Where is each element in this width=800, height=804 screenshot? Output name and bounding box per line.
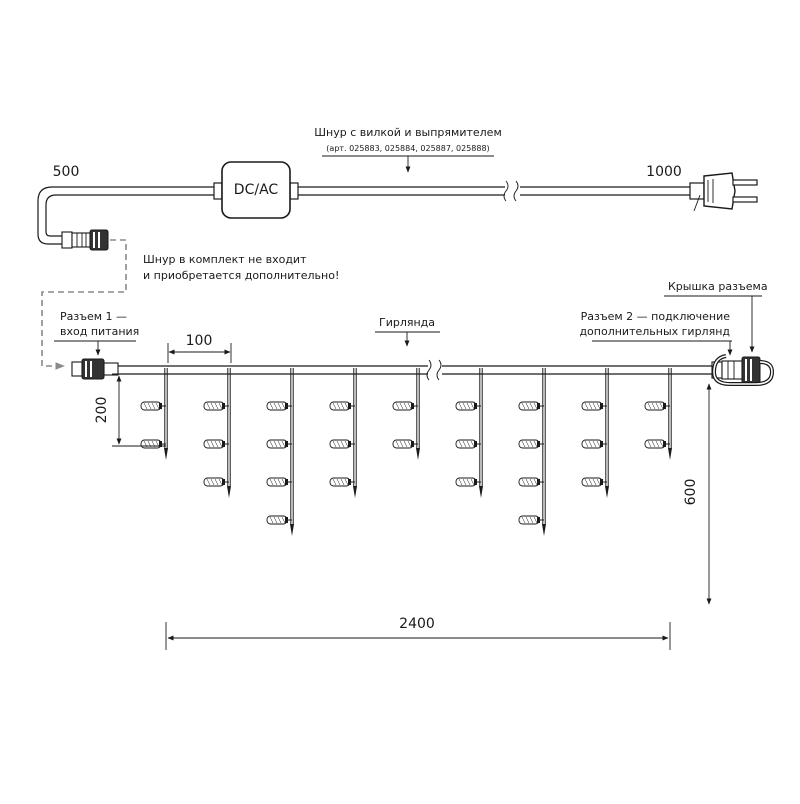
connector-1 — [71, 358, 119, 380]
dim-total-width-value: 2400 — [399, 616, 435, 632]
led-bulb — [392, 439, 418, 449]
icicle-strand — [668, 368, 672, 460]
strand-tip — [668, 448, 672, 460]
led-bulb — [518, 401, 544, 411]
dashed-connection-path — [41, 239, 127, 370]
led-bulb — [392, 401, 418, 411]
led-bulb — [455, 401, 481, 411]
icicle-strand — [353, 368, 357, 498]
not-included-note: Шнур в комплект не входит и приобретаетс… — [143, 253, 339, 282]
led-bulb — [581, 477, 607, 487]
dim-cord-left-length: 500 — [53, 164, 80, 180]
strand-tip — [353, 486, 357, 498]
led-bulb — [140, 401, 166, 411]
connector-2 — [711, 356, 761, 384]
strand-tip — [605, 486, 609, 498]
led-bulb — [203, 401, 229, 411]
dim-short-drop: 200 — [94, 373, 166, 447]
dim-long-drop-value: 600 — [683, 479, 699, 506]
dim-spacing: 100 — [167, 333, 232, 363]
icicle-strand — [290, 368, 294, 536]
icicle-strand — [605, 368, 609, 498]
led-bulb — [518, 439, 544, 449]
garland-main-wire — [118, 359, 712, 381]
led-bulb — [455, 477, 481, 487]
icicle-strand — [542, 368, 546, 536]
break-mark-garland — [426, 359, 432, 381]
icicle-strands — [140, 368, 672, 536]
cap-label-text: Крышка разъема — [668, 280, 768, 293]
strand-tip — [416, 448, 420, 460]
led-bulb — [266, 477, 292, 487]
strand-tip — [479, 486, 483, 498]
dim-cord-right-length: 1000 — [646, 164, 682, 180]
note-line-1: Шнур в комплект не входит — [143, 253, 307, 266]
led-bulb — [266, 401, 292, 411]
power-cord-articles: (арт. 025883, 025884, 025887, 025888) — [326, 144, 489, 153]
dim-spacing-value: 100 — [186, 333, 213, 349]
led-bulb — [203, 477, 229, 487]
led-bulb — [329, 477, 355, 487]
connector-2-line-1: Разъем 2 — подключение — [581, 310, 731, 323]
cord-connector — [61, 229, 109, 251]
led-bulb — [518, 477, 544, 487]
strand-tip — [290, 524, 294, 536]
strand-tip — [227, 486, 231, 498]
led-bulb — [644, 401, 670, 411]
led-bulb — [455, 439, 481, 449]
icicle-strand — [164, 368, 168, 460]
led-bulb — [266, 515, 292, 525]
led-bulb — [329, 401, 355, 411]
connector-2-label: Разъем 2 — подключение дополнительных ги… — [579, 310, 733, 356]
led-bulb — [581, 439, 607, 449]
led-bulb — [644, 439, 670, 449]
led-bulb — [203, 439, 229, 449]
power-plug — [689, 172, 758, 212]
strand-tip — [164, 448, 168, 460]
connector-1-label: Разъем 1 — вход питания — [54, 310, 139, 356]
connector-cap — [711, 354, 775, 386]
dim-short-drop-value: 200 — [94, 397, 110, 424]
garland-label: Гирлянда — [379, 316, 435, 329]
connector-2-line-2: дополнительных гирлянд — [579, 325, 730, 338]
power-cord: Шнур с вилкой и выпрямителем (арт. 02588… — [37, 126, 758, 251]
note-line-2: и приобретается дополнительно! — [143, 269, 339, 282]
dim-total-width: 2400 — [165, 616, 671, 650]
dim-long-drop: 600 — [683, 383, 712, 605]
icicle-strand — [416, 368, 420, 460]
connector-1-line-2: вход питания — [60, 325, 139, 338]
led-bulb — [329, 439, 355, 449]
power-cord-title: Шнур с вилкой и выпрямителем — [314, 126, 502, 139]
break-mark-cord — [503, 180, 509, 202]
led-bulb — [581, 401, 607, 411]
rectifier-label: DC/AC — [234, 182, 279, 198]
strand-tip — [542, 524, 546, 536]
led-bulb — [266, 439, 292, 449]
icicle-strand — [479, 368, 483, 498]
led-bulb — [518, 515, 544, 525]
icicle-strand — [227, 368, 231, 498]
cap-label: Крышка разъема — [664, 280, 768, 353]
connector-1-line-1: Разъем 1 — — [60, 310, 127, 323]
led-bulb — [140, 439, 166, 449]
rectifier-box: DC/AC — [213, 161, 299, 219]
